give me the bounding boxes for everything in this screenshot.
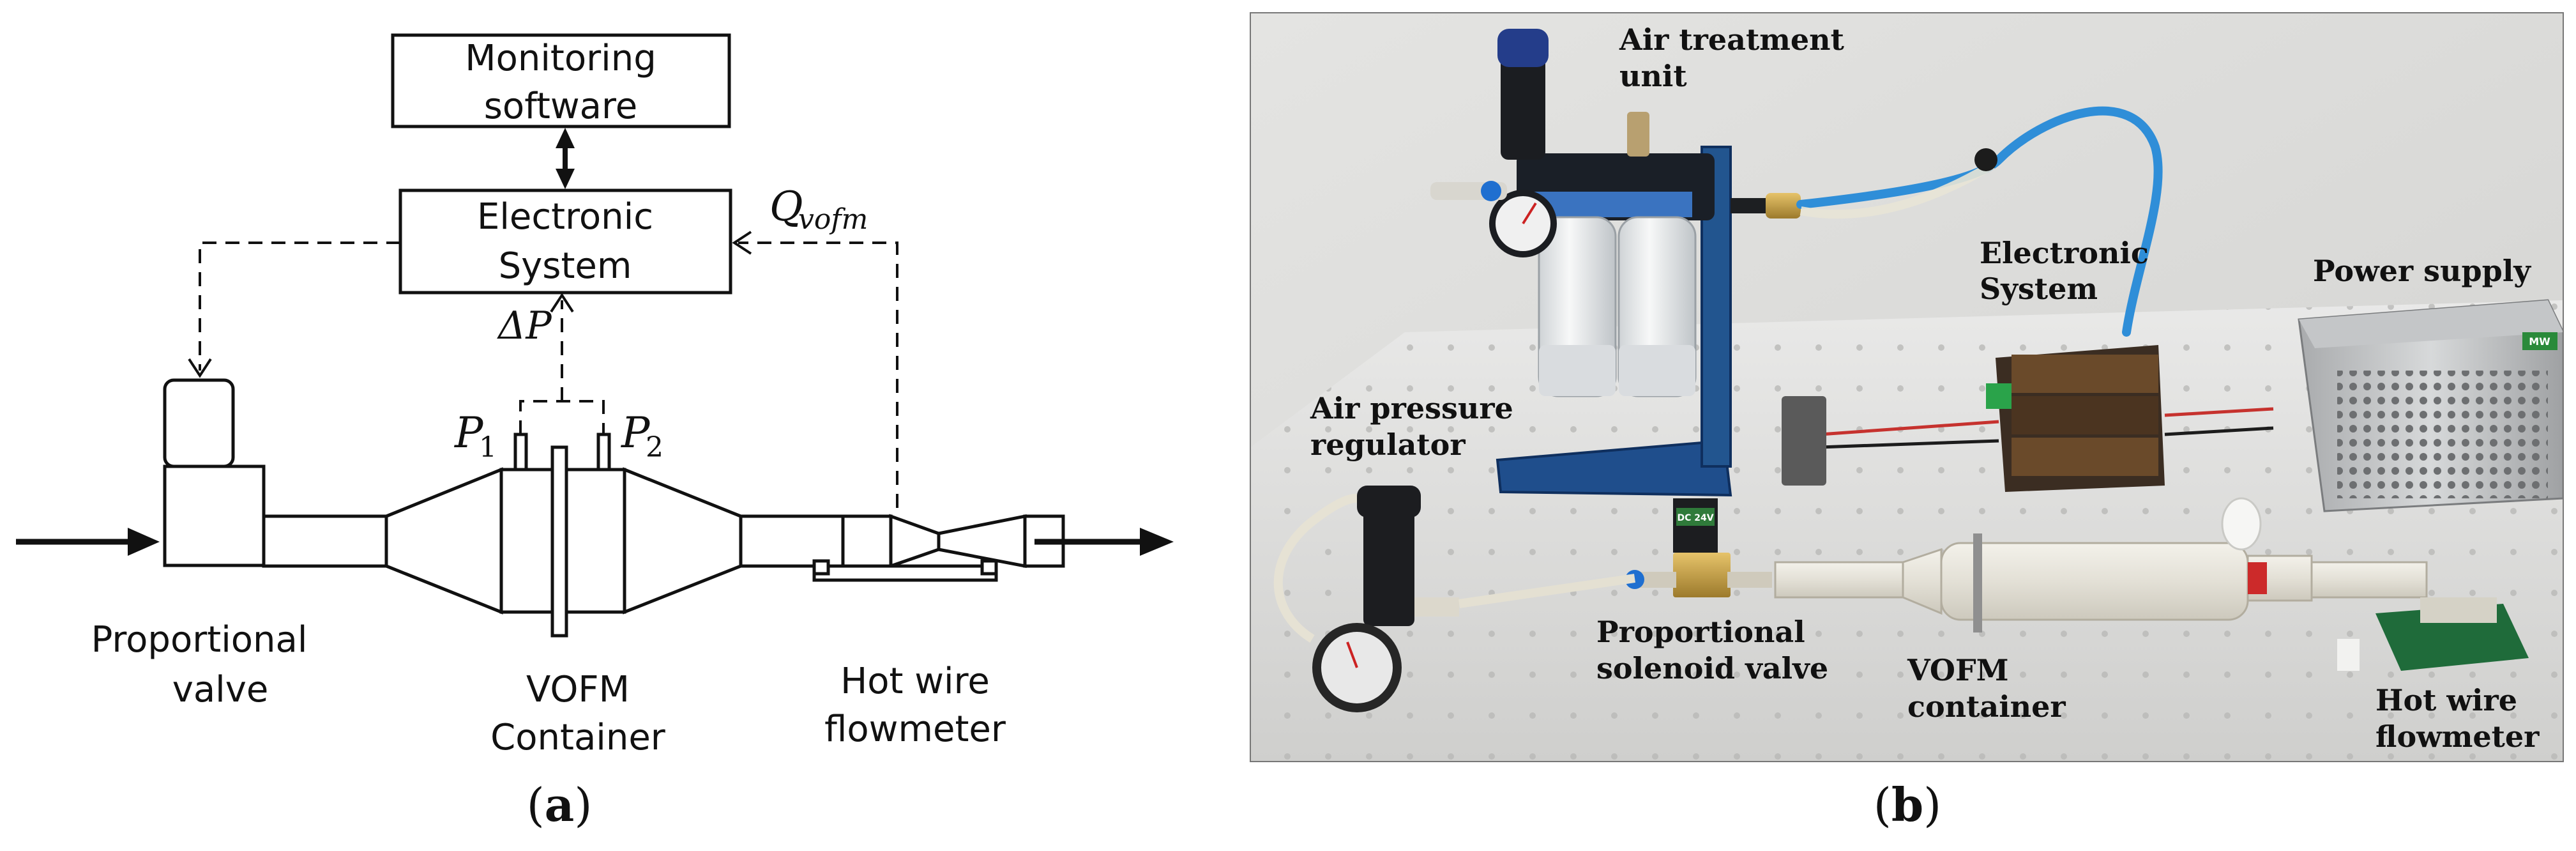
container-label-line2: Container	[490, 717, 666, 758]
solenoid-label-line2: solenoid valve	[1596, 651, 1828, 686]
vofm-photo-label-line2: container	[1907, 689, 2066, 724]
container-label-line1: VOFM	[526, 669, 630, 710]
vofm-plate	[550, 445, 568, 638]
caption-a: (a)	[527, 778, 593, 832]
air-treatment-label-line2: unit	[1619, 59, 1687, 93]
valve-label-line1: Proportional	[91, 619, 308, 661]
signal-lines	[188, 231, 898, 508]
delta-p-label: ΔP	[497, 303, 552, 348]
p1-label: P 1	[454, 408, 497, 464]
svg-text:(a): (a)	[527, 778, 593, 832]
solenoid-label-line1: Proportional	[1596, 615, 1805, 649]
regulator-label-line1: Air pressure	[1310, 391, 1513, 425]
hot-wire-flowmeter-symbol	[812, 514, 1065, 582]
caption-b: (b)	[1874, 778, 1942, 832]
electronic-system-boards	[1782, 345, 2274, 492]
monitoring-label-line1: Monitoring	[465, 38, 656, 79]
caption-b-close: )	[1923, 778, 1941, 832]
electronic-system-box: Electronic System	[398, 188, 732, 295]
electronic-system-photo-label-line2: System	[1980, 272, 2098, 306]
electronic-system-photo-label-line1: Electronic	[1980, 236, 2149, 270]
monitoring-software-box: Monitoring software	[391, 33, 731, 128]
q-vofm-label: Q vofm	[769, 183, 868, 236]
panel-b-photo: MW DC 24V	[1250, 12, 2564, 832]
valve-label-line2: valve	[172, 669, 269, 710]
proportional-solenoid-valve: DC 24V	[1458, 498, 1772, 608]
vofm-container-assembly	[1774, 497, 2428, 632]
electronic-label-line2: System	[499, 245, 632, 287]
hotwire-photo-label-line1: Hot wire	[2375, 683, 2517, 717]
caption-a-close: )	[574, 778, 592, 832]
outlet-arrow	[1034, 528, 1174, 556]
power-supply-label: Power supply	[2313, 254, 2531, 288]
caption-b-open: (	[1874, 778, 1891, 832]
regulator-label-line2: regulator	[1310, 427, 1466, 462]
tube-connector	[1974, 148, 1997, 171]
power-supply-unit: MW	[2298, 299, 2563, 512]
air-treatment-label-line1: Air treatment	[1619, 22, 1845, 57]
p2-tap	[596, 433, 611, 471]
air-treatment-unit	[1430, 29, 1801, 497]
p2-subscript: 2	[646, 431, 663, 464]
air-pressure-regulator	[1273, 486, 1459, 712]
panel-a-schematic: Monitoring software Electronic System Q …	[16, 33, 1174, 832]
p1-symbol: P	[454, 408, 484, 457]
p1-tap	[513, 433, 528, 471]
proportional-valve-symbol	[163, 378, 266, 567]
hot-wire-flowmeter-board	[2337, 597, 2529, 671]
caption-a-letter: a	[545, 778, 575, 832]
hotwire-photo-label-line2: flowmeter	[2375, 719, 2540, 754]
svg-text:(b): (b)	[1874, 778, 1942, 832]
photo-frame	[1250, 12, 2564, 762]
flowmeter-label-line1: Hot wire	[840, 661, 990, 702]
inlet-arrow	[16, 528, 160, 556]
electronic-label-line1: Electronic	[477, 196, 653, 238]
monitoring-label-line2: software	[484, 86, 638, 127]
solenoid-tag: DC 24V	[1677, 513, 1713, 523]
q-subscript: vofm	[798, 203, 868, 236]
pipe-line	[262, 467, 845, 615]
q-symbol: Q	[769, 183, 803, 231]
p2-symbol: P	[621, 408, 651, 457]
bidirectional-arrow	[556, 128, 575, 189]
p2-label: P 2	[621, 408, 663, 464]
vofm-photo-label-line1: VOFM	[1907, 653, 2009, 687]
caption-b-letter: b	[1891, 778, 1923, 832]
psu-brand: MW	[2529, 335, 2550, 348]
p1-subscript: 1	[479, 431, 497, 464]
flowmeter-label-line2: flowmeter	[824, 709, 1006, 750]
caption-a-open: (	[527, 778, 545, 832]
